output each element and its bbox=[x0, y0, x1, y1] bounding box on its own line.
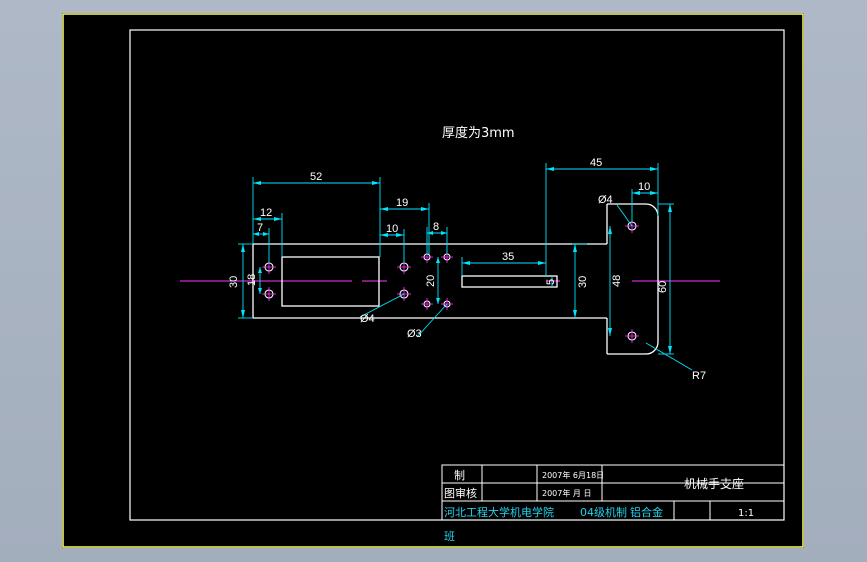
dim-r7: R7 bbox=[692, 370, 706, 382]
dim-30-right: 30 bbox=[577, 276, 589, 288]
dim-52: 52 bbox=[310, 171, 322, 183]
dim-30-left: 30 bbox=[228, 276, 240, 288]
dimension-lines bbox=[238, 163, 693, 371]
dim-60: 60 bbox=[657, 281, 669, 293]
title-row1-label: 制 bbox=[454, 469, 465, 482]
dim-35: 35 bbox=[502, 251, 514, 263]
title-material: 铝合金 bbox=[630, 505, 663, 519]
thickness-note: 厚度为3mm bbox=[442, 125, 515, 141]
arrowheads bbox=[241, 167, 672, 354]
drawing-sheet: 厚度为3mm bbox=[62, 13, 804, 548]
dim-48: 48 bbox=[611, 275, 623, 287]
title-overflow: 班 bbox=[444, 530, 455, 543]
dim-8: 8 bbox=[433, 221, 439, 233]
part-outline bbox=[252, 203, 659, 355]
title-row1-date: 2007年 6月18日 bbox=[542, 470, 604, 480]
title-school: 河北工程大学机电学院 bbox=[444, 505, 554, 519]
title-row2-label: 图审核 bbox=[444, 486, 477, 500]
title-block-texts: 制 2007年 6月18日 图审核 2007年 月 日 机械手支座 河北工程大学… bbox=[444, 469, 754, 543]
inner-border bbox=[129, 29, 785, 521]
title-block bbox=[441, 464, 785, 521]
outer-frame bbox=[62, 13, 804, 548]
dim-45: 45 bbox=[590, 157, 602, 169]
title-class: 04级机制 bbox=[580, 505, 627, 519]
dim-12: 12 bbox=[260, 207, 272, 219]
dim-18: 18 bbox=[246, 274, 258, 286]
dim-7: 7 bbox=[257, 222, 263, 234]
dimension-texts: 52 19 12 7 10 8 45 10 35 5 30 30 18 20 4… bbox=[228, 157, 706, 382]
title-scale: 1:1 bbox=[738, 508, 754, 519]
dim-5: 5 bbox=[545, 279, 557, 285]
dim-phi4-right: Ø4 bbox=[598, 194, 613, 206]
dim-20: 20 bbox=[425, 275, 437, 287]
dim-phi3: Ø3 bbox=[407, 328, 422, 340]
title-part-name: 机械手支座 bbox=[684, 476, 744, 491]
dim-19: 19 bbox=[396, 197, 408, 209]
drawing-canvas: 厚度为3mm bbox=[62, 13, 804, 548]
dim-phi4-left: Ø4 bbox=[360, 313, 375, 325]
dim-10b: 10 bbox=[638, 181, 650, 193]
title-row2-date: 2007年 月 日 bbox=[542, 488, 591, 498]
dim-10a: 10 bbox=[386, 223, 398, 235]
